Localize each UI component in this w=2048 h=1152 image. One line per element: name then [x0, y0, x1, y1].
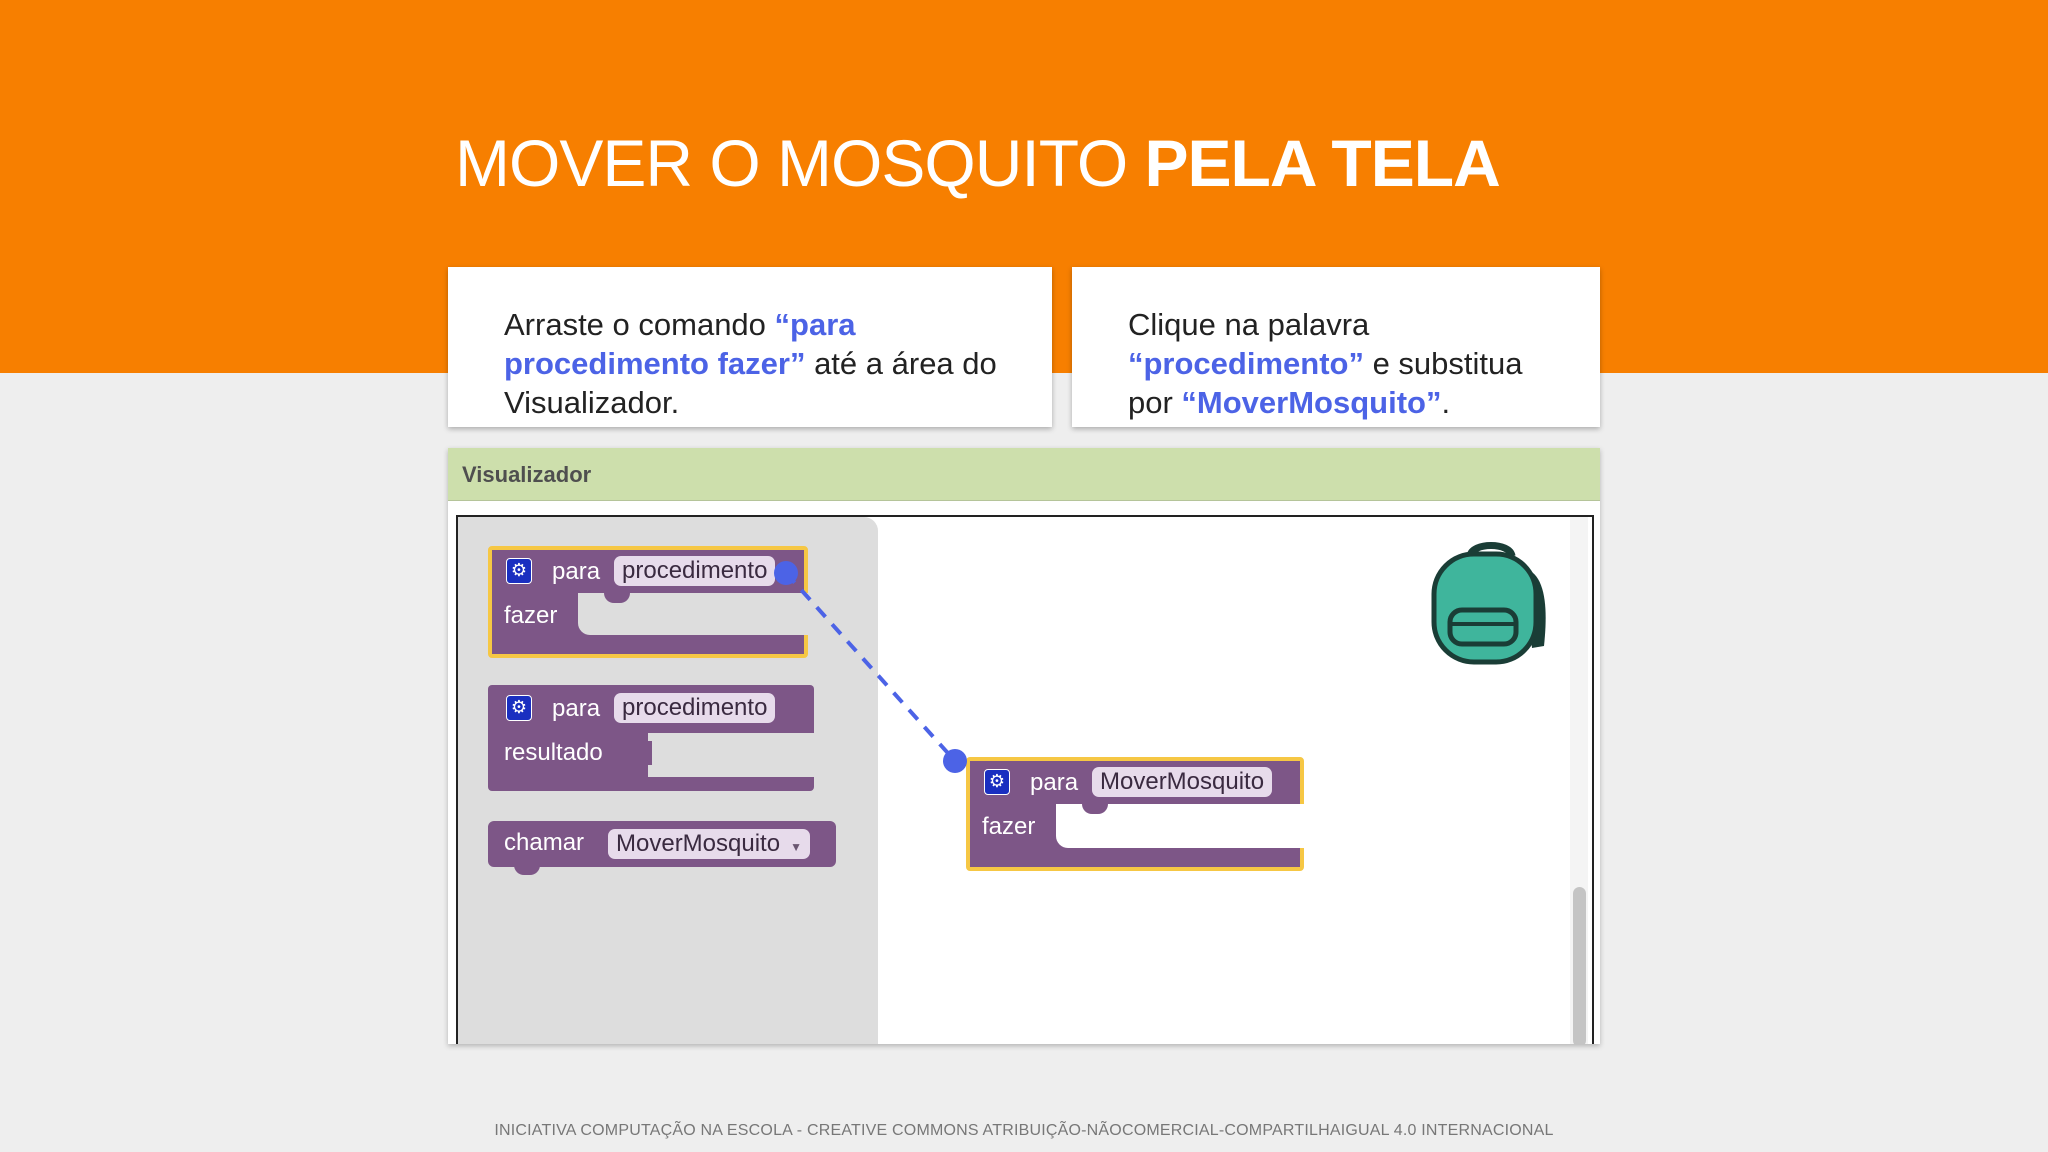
- procedure-name-field[interactable]: procedimento: [614, 693, 776, 723]
- drag-connector-arrow: [774, 561, 967, 773]
- viewer-panel: Visualizador ⚙ para procedimento fazer ⚙…: [448, 448, 1600, 1044]
- viewer-title: Visualizador: [462, 462, 592, 487]
- card2-highlight-a: “procedimento”: [1128, 346, 1364, 381]
- mutator-gear-icon[interactable]: ⚙: [506, 695, 532, 721]
- block-keyword: para: [552, 695, 601, 722]
- block-body-label: resultado: [504, 739, 603, 766]
- slide-title: MOVER O MOSQUITO PELA TELA: [455, 125, 1501, 201]
- viewer-header: Visualizador: [448, 448, 1600, 501]
- block-keyword: chamar: [504, 829, 585, 856]
- procedure-name-field[interactable]: MoverMosquito: [1092, 767, 1273, 797]
- value-input-slot: [648, 733, 814, 777]
- mutator-gear-icon[interactable]: ⚙: [984, 769, 1010, 795]
- procedure-name-field[interactable]: procedimento: [614, 556, 776, 586]
- block-bottom-tab: [514, 865, 540, 875]
- block-body-label: fazer: [982, 813, 1036, 840]
- blocks-workspace[interactable]: ⚙ para procedimento fazer ⚙ para procedi…: [456, 515, 1594, 1044]
- card2-text-a: Clique na palavra: [1128, 307, 1370, 342]
- card2-text-b: e substitua por: [1128, 346, 1523, 420]
- blocks-flyout: ⚙ para procedimento fazer ⚙ para procedi…: [458, 517, 878, 1044]
- slot-notch: [1082, 804, 1108, 814]
- instruction-card-drag: Arraste o comando “para procedimento faz…: [448, 267, 1052, 427]
- workspace-block-procedure-do[interactable]: ⚙ para MoverMosquito fazer: [966, 757, 1304, 871]
- block-body-label: fazer: [504, 602, 558, 629]
- card2-highlight-b: “MoverMosquito”: [1181, 385, 1442, 420]
- procedure-dropdown-value: MoverMosquito: [616, 830, 781, 857]
- card1-highlight: “para procedimento fazer”: [504, 307, 856, 381]
- procedure-dropdown[interactable]: MoverMosquito ▼: [608, 829, 810, 859]
- backpack-icon[interactable]: [1428, 538, 1554, 666]
- card1-text-a: Arraste o comando: [504, 307, 775, 342]
- connector-end-dot: [943, 749, 967, 773]
- card1-text-b: até a área do Visualizador.: [504, 346, 997, 420]
- card2-text-c: .: [1441, 385, 1451, 420]
- slide-title-bold: PELA TELA: [1144, 126, 1501, 200]
- connector-start-dot: [774, 561, 798, 585]
- dropdown-arrow-icon: ▼: [790, 840, 802, 854]
- flyout-block-procedure-do[interactable]: ⚙ para procedimento fazer: [488, 546, 808, 658]
- slot-notch: [604, 593, 630, 603]
- slide-title-light: MOVER O MOSQUITO: [455, 126, 1145, 200]
- flyout-block-call-procedure[interactable]: chamar MoverMosquito ▼: [488, 821, 836, 875]
- workspace-scrollbar[interactable]: [1573, 887, 1586, 1044]
- footer-license: INICIATIVA COMPUTAÇÃO NA ESCOLA - CREATI…: [494, 1122, 1554, 1139]
- flyout-block-procedure-return[interactable]: ⚙ para procedimento resultado: [488, 685, 814, 791]
- block-keyword: para: [1030, 769, 1079, 796]
- mutator-gear-icon[interactable]: ⚙: [506, 558, 532, 584]
- value-input-tab: [640, 741, 652, 765]
- block-keyword: para: [552, 558, 601, 585]
- instruction-card-rename: Clique na palavra “procedimento” e subst…: [1072, 267, 1600, 427]
